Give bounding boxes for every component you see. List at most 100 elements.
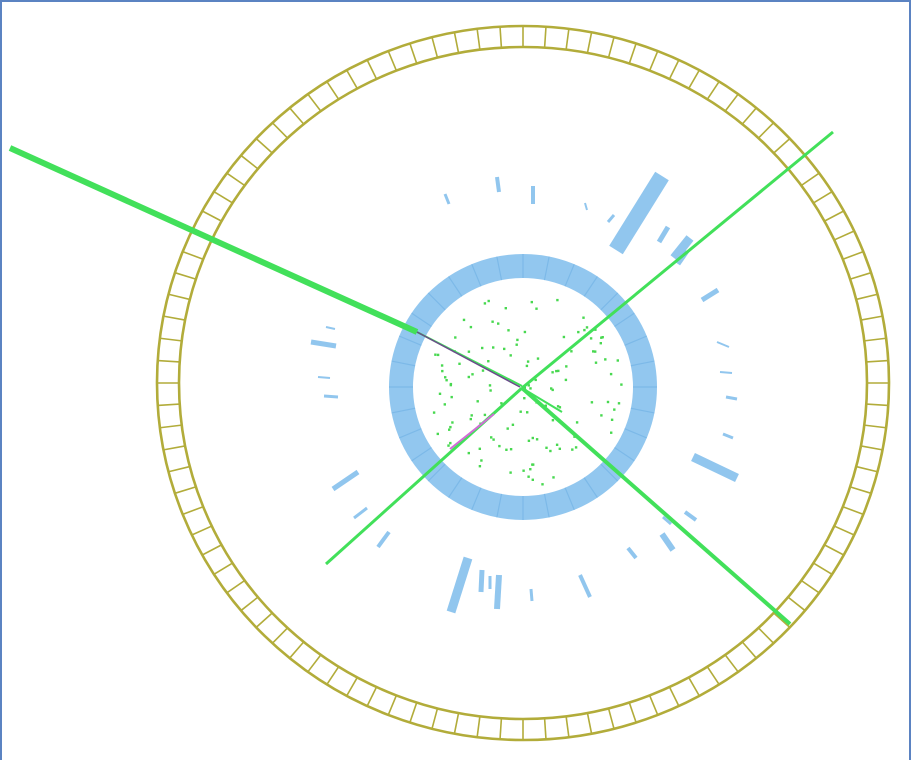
muon-segment-divider <box>757 122 775 139</box>
muon-segment-divider <box>174 486 197 495</box>
track-lower-right <box>520 386 792 626</box>
tracker-hit <box>600 414 603 417</box>
tracker-hit <box>505 448 508 451</box>
muon-segment-divider <box>849 271 872 280</box>
tracker-hit <box>599 342 602 345</box>
calorimeter-deposit <box>310 339 337 349</box>
tracker-hit <box>555 369 558 373</box>
tracker-hit <box>458 362 461 365</box>
tracker-hit <box>488 384 492 387</box>
tracker-hit <box>506 427 509 430</box>
muon-segment-divider <box>628 702 637 723</box>
calorimeter-deposit <box>376 530 391 549</box>
tracker-hit <box>536 357 540 360</box>
tracker-hit <box>610 418 614 421</box>
calorimeter-cell-edge <box>411 447 432 462</box>
tracker-hit <box>447 444 450 447</box>
muon-segment-divider <box>706 666 720 685</box>
tracker-hit <box>530 300 533 304</box>
muon-segment-divider <box>159 337 182 342</box>
tracker-hit <box>519 410 522 413</box>
calorimeter-deposit <box>478 569 485 593</box>
tracker-hit <box>467 350 471 353</box>
muon-segment-divider <box>168 465 190 473</box>
tracker-hit <box>483 413 487 417</box>
muon-segment-divider <box>201 210 222 222</box>
calorimeter-cell-edge <box>427 292 446 311</box>
tracker-hit <box>467 375 470 379</box>
calorimeter-cell-edge <box>398 335 422 346</box>
tracker-hit <box>478 465 482 468</box>
muon-segment-divider <box>387 50 398 71</box>
calorimeter-cell-edge <box>583 276 598 297</box>
calorimeter-deposit <box>317 376 331 379</box>
tracker-hit <box>617 402 621 405</box>
muon-segment-divider <box>366 59 378 80</box>
tracker-hit <box>552 476 555 479</box>
muon-segment-divider <box>586 32 593 54</box>
muon-segment-divider <box>773 612 791 628</box>
muon-segment-divider <box>163 315 186 321</box>
muon-ring-inner <box>177 45 869 721</box>
inner-calorimeter-ring <box>389 254 657 520</box>
muon-segment-divider <box>628 43 637 64</box>
calorimeter-cell-edge <box>614 447 635 462</box>
calorimeter-cell-edge <box>564 487 575 511</box>
calorimeter-deposit <box>656 225 671 244</box>
muon-segment-divider <box>213 191 233 204</box>
muon-segment-divider <box>157 403 180 407</box>
muon-segment-divider <box>607 708 615 729</box>
calorimeter-cell-edge <box>391 407 416 414</box>
tracker-hit <box>620 383 623 386</box>
muon-segment-divider <box>271 627 289 644</box>
muon-segment-divider <box>648 695 659 716</box>
tracker-hit <box>600 336 603 339</box>
calorimeter-deposit <box>670 235 694 261</box>
muon-segment-divider <box>326 666 340 685</box>
tracker-hit <box>526 360 530 363</box>
calorimeter-deposit <box>331 469 360 492</box>
muon-segment-divider <box>453 712 460 734</box>
muon-segment-divider <box>849 486 872 495</box>
tracker-hit <box>549 449 552 453</box>
tracker-hit <box>551 371 554 374</box>
tracker-hit <box>535 438 539 441</box>
vertex-line-upper <box>416 331 521 388</box>
tracker-hit <box>449 425 452 429</box>
tracker-hit <box>555 443 559 446</box>
tracks <box>8 130 834 626</box>
tracker-hit <box>462 318 466 322</box>
tracker-hit <box>585 326 589 329</box>
tracker-hit <box>487 299 490 303</box>
tracker-hit <box>529 468 532 471</box>
tracker-hit <box>541 483 544 486</box>
tracker-hit <box>434 353 437 356</box>
muon-segment-divider <box>706 81 720 100</box>
tracker-hit <box>450 395 453 399</box>
tracker-hit <box>515 343 518 346</box>
muon-segment-divider <box>833 230 855 241</box>
tracker-hit <box>481 369 485 372</box>
tracker-hit <box>451 421 454 424</box>
tracker-hit <box>467 451 470 455</box>
muon-segment-divider <box>182 505 204 516</box>
tracker-hit <box>444 376 447 379</box>
muon-segment-divider <box>787 596 806 612</box>
tracker-hit <box>575 421 579 424</box>
muon-segment-divider <box>842 505 864 516</box>
muon-segment-divider <box>289 641 305 659</box>
tracker-hit <box>503 347 506 351</box>
tracker-hit <box>571 448 574 451</box>
muon-segment-divider <box>860 445 883 451</box>
tracker-hit <box>531 478 534 481</box>
calorimeter-deposit <box>495 176 501 193</box>
muon-segment-divider <box>688 677 701 697</box>
muon-segment-divider <box>182 250 204 261</box>
tracker-hit <box>449 383 452 387</box>
calorimeter-cell-edge <box>614 312 635 327</box>
calorimeter-deposit <box>659 532 676 552</box>
muon-segment-divider <box>688 69 701 89</box>
calorimeter-cell-edge <box>600 463 619 482</box>
